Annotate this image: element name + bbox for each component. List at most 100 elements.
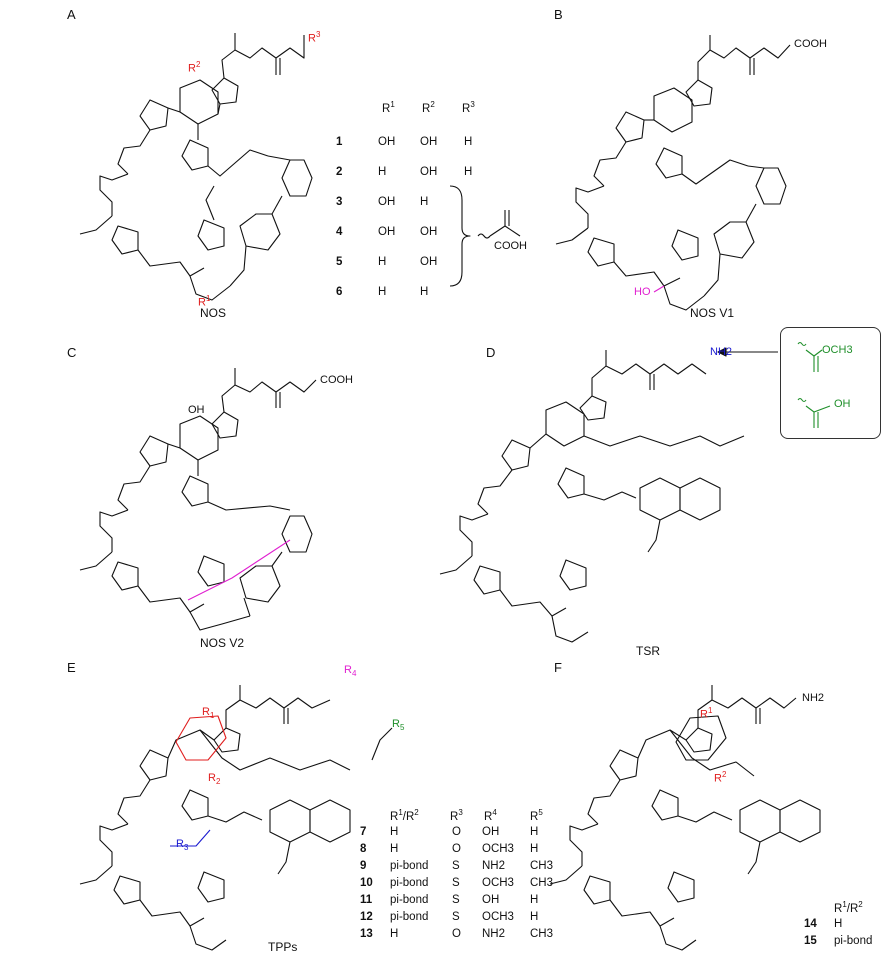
r1-cell: H	[378, 166, 387, 178]
panel-e-r2-label: R2	[208, 772, 221, 787]
panel-d-box-ester: OCH3	[822, 344, 853, 356]
compound-id: 9	[360, 860, 367, 872]
compound-id: 2	[336, 166, 343, 178]
r1-cell: H	[378, 286, 387, 298]
compound-id: 5	[336, 256, 343, 268]
panel-f-table-header: R1/R2	[834, 900, 863, 915]
compound-id: 3	[336, 196, 343, 208]
panel-c-caption: NOS V2	[200, 636, 245, 650]
r4-cell: OH	[482, 826, 500, 838]
panel-f-letter: F	[554, 660, 562, 675]
r5-cell: CH3	[530, 860, 554, 872]
compound-id: 7	[360, 826, 367, 838]
r1-cell: OH	[378, 196, 396, 208]
r2-cell: OH	[420, 166, 438, 178]
r3-cell: O	[452, 928, 461, 940]
r2-cell: OH	[420, 226, 438, 238]
panel-e-r3-label: R3	[176, 838, 189, 853]
compound-id: 4	[336, 226, 343, 238]
r1r2-cell: pi-bond	[834, 935, 873, 947]
panel-b-skeleton	[555, 35, 791, 311]
panel-f-table: R1/R2 14 H 15 pi-bond	[790, 900, 890, 960]
compound-id: 11	[360, 894, 373, 906]
compound-id: 12	[360, 911, 373, 923]
r3-cell: H	[464, 136, 473, 148]
r1r2-cell: pi-bond	[390, 911, 429, 923]
r3-cell: S	[452, 894, 460, 906]
panel-d-replacement-box	[780, 327, 881, 439]
panel-a-r1-label: R1	[198, 294, 211, 309]
r4-cell: NH2	[482, 928, 506, 940]
panel-d-letter: D	[486, 345, 496, 360]
compound-id: 1	[336, 136, 343, 148]
panel-c-cooh: COOH	[320, 374, 353, 386]
compound-id: 15	[804, 935, 817, 947]
panel-d-nh2-label: NH2	[710, 346, 733, 358]
panel-d-box-acid: OH	[834, 398, 851, 410]
panel-e-skeleton	[79, 685, 393, 951]
panel-c-letter: C	[67, 345, 77, 360]
panel-f-r2-label: R2	[714, 770, 727, 785]
panel-a-skeleton	[79, 33, 313, 301]
panel-d-caption: TSR	[636, 644, 660, 658]
r1-cell: OH	[378, 136, 396, 148]
r1r2-cell: pi-bond	[390, 877, 429, 889]
r1r2-cell: pi-bond	[390, 860, 429, 872]
panel-b-letter: B	[554, 7, 563, 22]
r3-cell: O	[452, 826, 461, 838]
panel-e-caption: TPPs	[268, 940, 298, 954]
r1-cell: H	[378, 256, 387, 268]
r3-cell: S	[452, 860, 460, 872]
r3-cell: S	[452, 911, 460, 923]
panel-a-caption: NOS	[200, 306, 227, 320]
compound-id: 14	[804, 918, 817, 930]
r1-cell: OH	[378, 226, 396, 238]
r2-cell: H	[420, 286, 429, 298]
r2-cell: H	[420, 196, 429, 208]
r2-cell: OH	[420, 136, 438, 148]
compound-id: 8	[360, 843, 367, 855]
panel-b-cooh: COOH	[794, 38, 827, 50]
r1r2-cell: H	[390, 843, 399, 855]
r1r2-cell: H	[834, 918, 843, 930]
r4-cell: NH2	[482, 860, 506, 872]
compound-id: 6	[336, 286, 343, 298]
panel-a-bracket-cooh: COOH	[494, 240, 527, 252]
r3-cell: S	[452, 877, 460, 889]
r3-cell: O	[452, 843, 461, 855]
panel-e-r4-label: R4	[344, 664, 357, 679]
r1r2-cell: H	[390, 826, 399, 838]
panel-a-r3-label: R3	[308, 30, 321, 45]
r5-cell: H	[530, 894, 539, 906]
panel-f-nh2-label: NH2	[802, 692, 825, 704]
r4-cell: OCH3	[482, 877, 514, 889]
panel-a-letter: A	[67, 7, 76, 22]
panel-f-skeleton	[549, 685, 821, 951]
panel-b-caption: NOS V1	[690, 306, 735, 320]
panel-e-letter: E	[67, 660, 76, 675]
r1r2-cell: H	[390, 928, 399, 940]
r4-cell: OCH3	[482, 911, 514, 923]
r5-cell: CH3	[530, 928, 554, 940]
r4-cell: OCH3	[482, 843, 514, 855]
r5-cell: H	[530, 843, 539, 855]
panel-b-ho-label: HO	[634, 286, 651, 298]
panel-e-r5-label: R5	[392, 718, 405, 733]
panel-f-r1-label: R1	[700, 706, 713, 721]
panel-a-r2-label: R2	[188, 60, 201, 75]
r3-cell: H	[464, 166, 473, 178]
r1r2-cell: pi-bond	[390, 894, 429, 906]
r5-cell: H	[530, 911, 539, 923]
r5-cell: H	[530, 826, 539, 838]
panel-e-r1-label: R1	[202, 706, 215, 721]
r5-cell: CH3	[530, 877, 554, 889]
compound-id: 10	[360, 877, 373, 889]
r2-cell: OH	[420, 256, 438, 268]
panel-c-skeleton	[79, 368, 317, 631]
r4-cell: OH	[482, 894, 500, 906]
panel-c-oh-label: OH	[188, 404, 205, 416]
